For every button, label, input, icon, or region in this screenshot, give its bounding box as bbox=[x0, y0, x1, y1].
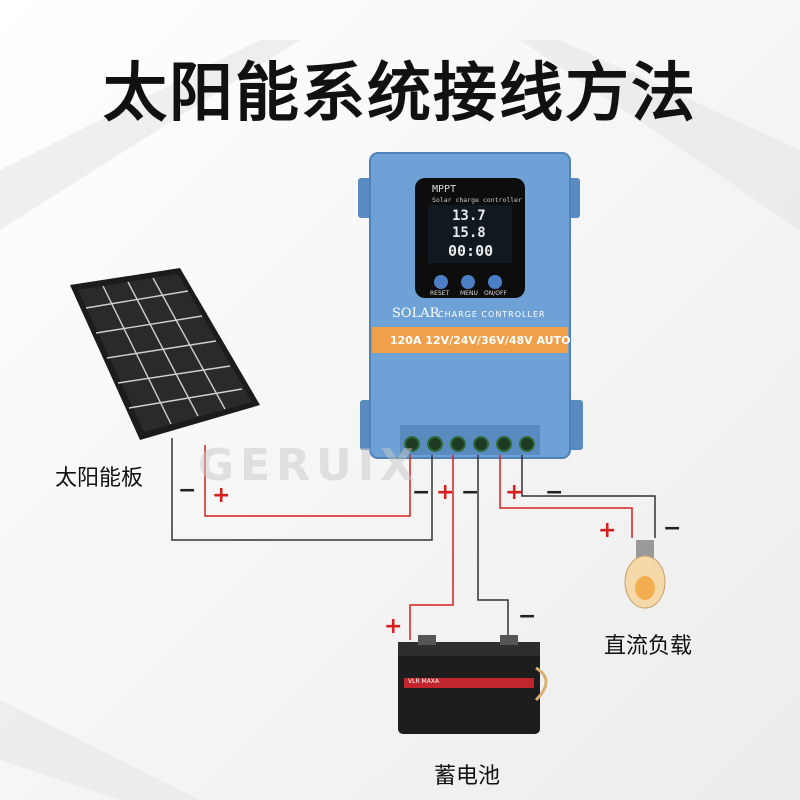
solar-minus-sign: − bbox=[178, 478, 197, 503]
screen-subtitle: Solar charge controller bbox=[432, 196, 523, 204]
battery-negative-wire bbox=[477, 455, 509, 640]
brand-main: SOLAR bbox=[392, 306, 440, 321]
battery-plus-sign: + bbox=[384, 614, 403, 639]
solar-negative-wire bbox=[171, 438, 433, 541]
controller-battery-minus-sign: − bbox=[461, 480, 480, 505]
load-positive-wire bbox=[499, 455, 633, 538]
brand-sub: CHARGE CONTROLLER bbox=[438, 310, 546, 319]
controller-load-minus-sign: − bbox=[545, 480, 564, 505]
battery-brand-label: VLR MAXA bbox=[408, 678, 440, 685]
solar-plus-sign: + bbox=[212, 483, 231, 508]
controller-solar-plus-sign: + bbox=[436, 480, 455, 505]
charge-controller bbox=[358, 152, 583, 459]
reading-current: 15.8 bbox=[452, 225, 486, 241]
battery-image bbox=[398, 635, 548, 734]
solar-panel-label: 太阳能板 bbox=[55, 466, 144, 491]
solar-panel-image bbox=[70, 268, 260, 440]
watermark: GERUIX bbox=[198, 440, 421, 491]
page-title: 太阳能系统接线方法 bbox=[103, 57, 697, 131]
dc-load-label: 直流负载 bbox=[604, 634, 693, 659]
screen-title: MPPT bbox=[432, 184, 457, 195]
load-plus-sign: + bbox=[598, 518, 617, 543]
controller-load-plus-sign: + bbox=[505, 480, 524, 505]
battery-label: 蓄电池 bbox=[434, 764, 501, 789]
reading-voltage: 13.7 bbox=[452, 208, 486, 224]
spec-band-text: 120A 12V/24V/36V/48V AUTO bbox=[390, 334, 571, 347]
load-minus-sign: − bbox=[663, 516, 682, 541]
light-bulb-image bbox=[624, 540, 666, 609]
battery-positive-wire bbox=[409, 455, 454, 640]
solar-positive-wire bbox=[204, 445, 411, 517]
reset-button-label[interactable]: RESET bbox=[430, 290, 450, 297]
load-negative-wire bbox=[521, 455, 656, 538]
onoff-button-label[interactable]: ON/OFF bbox=[484, 290, 507, 297]
menu-button-label[interactable]: MENU bbox=[460, 290, 478, 297]
controller-solar-minus-sign: − bbox=[412, 480, 431, 505]
battery-minus-sign: − bbox=[518, 604, 537, 629]
reading-time: 00:00 bbox=[448, 242, 494, 260]
